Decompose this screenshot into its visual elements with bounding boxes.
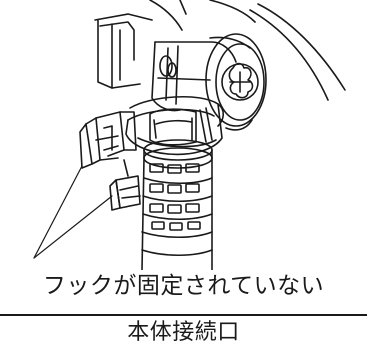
upper-bracket [94, 13, 153, 89]
corrugated-hose [141, 157, 213, 270]
vacuum-body [149, 0, 346, 101]
divider-line [0, 314, 367, 316]
callout-leader-lines [33, 165, 113, 259]
lower-clip [109, 159, 141, 211]
motor-cap [205, 33, 267, 131]
hose-connection-illustration [33, 0, 346, 270]
hook-latch [79, 111, 137, 169]
warning-caption: フックが固定されていない [42, 273, 325, 299]
part-label: 本体接続口 [127, 320, 240, 345]
hose-clip-ring [125, 95, 225, 156]
